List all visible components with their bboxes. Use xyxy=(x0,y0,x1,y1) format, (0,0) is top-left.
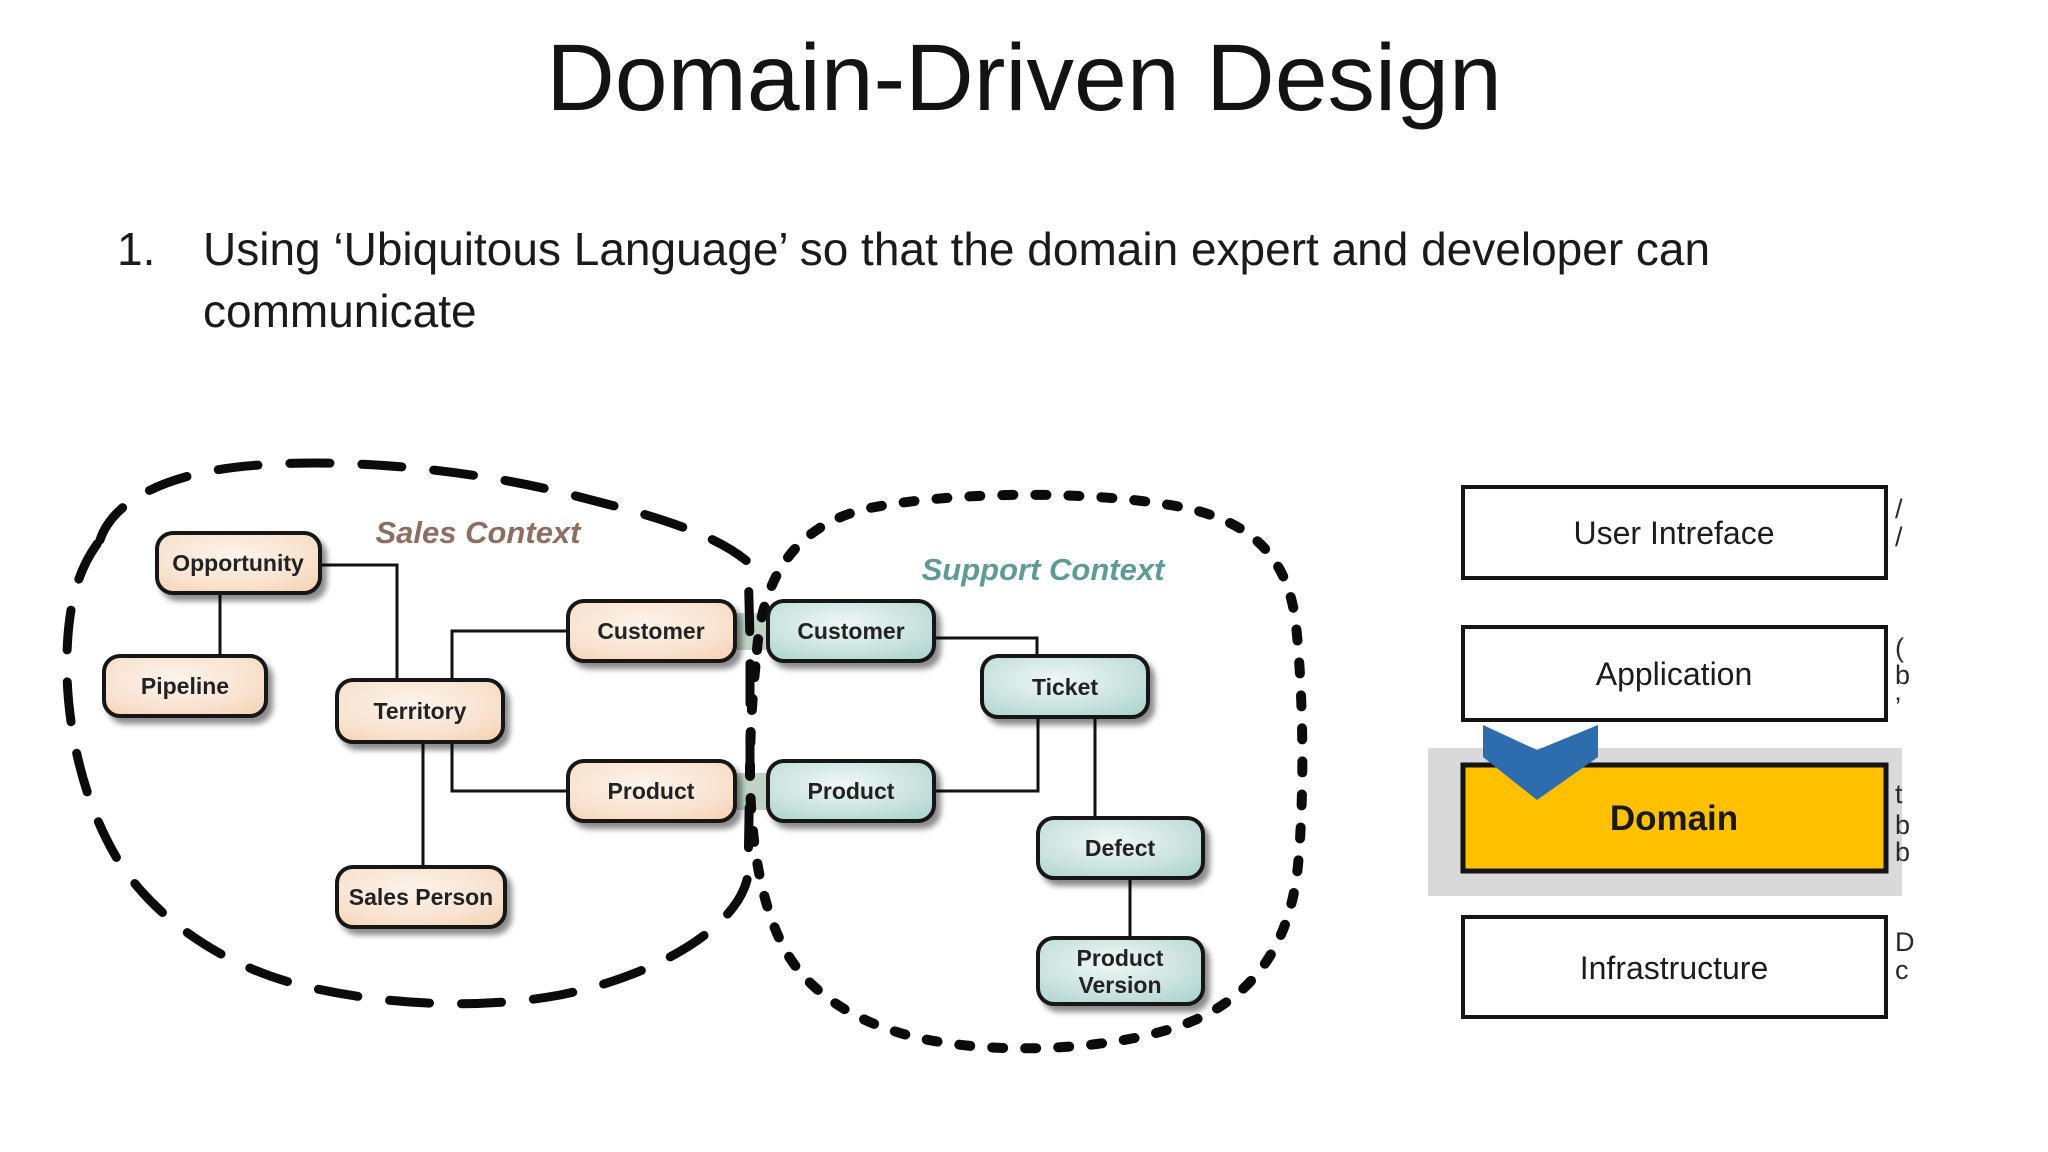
clipped-text-fragment: b xyxy=(1895,837,1910,867)
chevron-down-icon xyxy=(1483,725,1598,800)
node-pipeline: Pipeline xyxy=(102,654,268,718)
node-opportunity: Opportunity xyxy=(155,531,322,595)
node-label: Product xyxy=(1077,945,1164,971)
layer-application: Application xyxy=(1461,625,1888,722)
node-customer-support: Customer xyxy=(766,599,936,663)
node-label: Defect xyxy=(1085,835,1156,861)
clipped-text-fragment: D xyxy=(1895,927,1915,957)
clipped-text-fragment: ’ xyxy=(1895,692,1901,722)
relationship-line xyxy=(450,742,568,793)
sales-context-boundary xyxy=(62,458,755,1009)
clipped-text-fragment: ( xyxy=(1895,633,1904,663)
layer-box xyxy=(1461,625,1888,722)
layer-label: Infrastructure xyxy=(1580,950,1769,986)
node-box xyxy=(335,865,507,929)
node-box xyxy=(102,654,268,718)
clipped-text-fragment: / xyxy=(1895,494,1903,524)
node-box xyxy=(155,531,322,595)
node-label: Product xyxy=(608,778,695,804)
node-box xyxy=(1036,816,1205,880)
node-defect: Defect xyxy=(1036,816,1205,880)
bullet-number: 1. xyxy=(117,223,156,275)
node-product-sales: Product xyxy=(566,759,737,823)
node-box xyxy=(766,759,936,823)
node-box xyxy=(566,759,737,823)
node-label: Territory xyxy=(374,698,467,724)
node-label: Pipeline xyxy=(141,673,229,699)
layer-box xyxy=(1461,485,1888,580)
node-label: Product xyxy=(808,778,895,804)
node-product-version: Product Version xyxy=(1036,936,1205,1006)
bullet-item: 1. Using ‘Ubiquitous Language’ so that t… xyxy=(117,218,1883,342)
layer-label: Domain xyxy=(1610,799,1738,838)
support-context-label: Support Context xyxy=(922,552,1166,587)
node-label: Customer xyxy=(597,618,704,644)
node-box xyxy=(566,599,737,663)
node-product-support: Product xyxy=(766,759,936,823)
clipped-text-fragment: b xyxy=(1895,810,1910,840)
relationship-line xyxy=(320,563,399,680)
layer-user-interface: User Intreface xyxy=(1461,485,1888,580)
layer-label: Application xyxy=(1596,656,1753,692)
node-territory: Territory xyxy=(335,678,505,744)
node-box xyxy=(335,678,505,744)
clipped-annotation-fragments: / / ( b ’ t b b D c xyxy=(1895,494,1915,985)
clipped-text-fragment: b xyxy=(1895,660,1910,690)
relationship-line xyxy=(934,636,1039,655)
bullet-text: Using ‘Ubiquitous Language’ so that the … xyxy=(203,223,1711,337)
relationship-line xyxy=(450,629,568,680)
node-ticket: Ticket xyxy=(980,654,1150,719)
node-customer-sales: Customer xyxy=(566,599,737,663)
node-label: Version xyxy=(1078,972,1161,998)
node-label: Customer xyxy=(797,618,904,644)
clipped-text-fragment: t xyxy=(1895,779,1903,809)
layer-label: User Intreface xyxy=(1574,515,1775,551)
node-box xyxy=(1036,936,1205,1006)
node-sales-person: Sales Person xyxy=(335,865,507,929)
node-label: Opportunity xyxy=(172,550,304,576)
relationship-line xyxy=(935,717,1040,793)
clipped-text-fragment: c xyxy=(1895,955,1909,985)
node-label: Sales Person xyxy=(349,884,493,910)
slide-title: Domain-Driven Design xyxy=(546,25,1502,131)
sales-context-label: Sales Context xyxy=(375,515,582,550)
layer-infrastructure: Infrastructure xyxy=(1461,915,1888,1019)
layer-box xyxy=(1461,915,1888,1019)
node-label: Ticket xyxy=(1032,674,1098,700)
clipped-text-fragment: / xyxy=(1895,522,1903,552)
node-box xyxy=(980,654,1150,719)
relationship-lines xyxy=(218,563,1132,938)
node-box xyxy=(766,599,936,663)
